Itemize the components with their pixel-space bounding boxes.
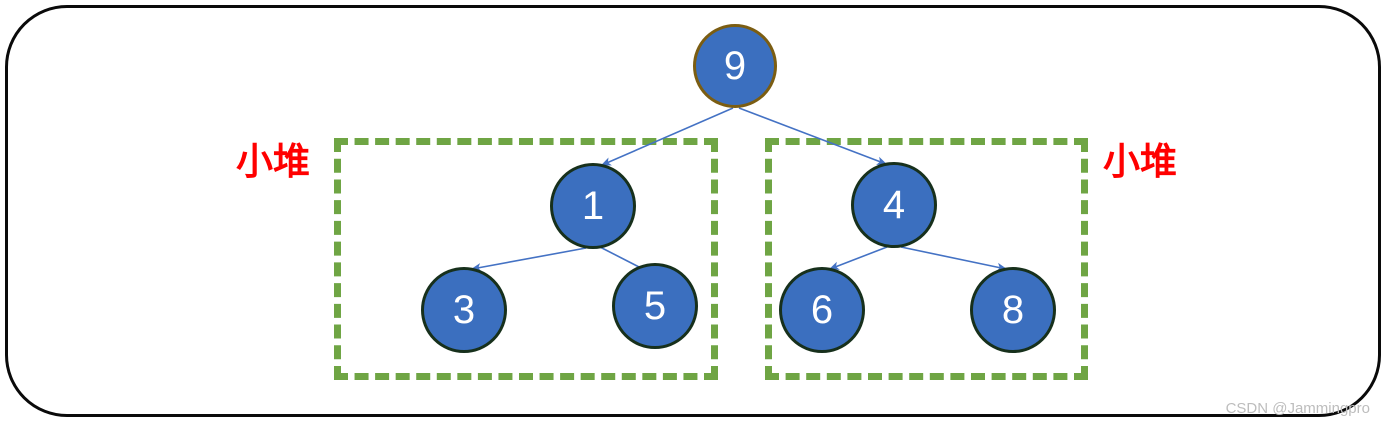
watermark-text: CSDN @Jammingpro [1225, 400, 1370, 417]
tree-node-label: 5 [643, 284, 667, 328]
tree-node-1[interactable]: 1 [550, 163, 636, 249]
tree-node-4[interactable]: 4 [851, 162, 937, 248]
tree-node-label: 3 [452, 288, 476, 332]
tree-node-8[interactable]: 8 [970, 267, 1056, 353]
tree-node-6[interactable]: 6 [779, 267, 865, 353]
tree-node-3[interactable]: 3 [421, 267, 507, 353]
tree-node-label: 1 [581, 184, 605, 228]
tree-node-label: 8 [1001, 288, 1025, 332]
tree-node-5[interactable]: 5 [612, 263, 698, 349]
tree-node-label: 4 [882, 183, 906, 227]
dashed-group-left [334, 138, 718, 380]
group-label-left: 小堆 [236, 140, 310, 183]
tree-node-label: 9 [723, 44, 747, 88]
dashed-group-right [765, 138, 1088, 380]
group-label-right: 小堆 [1103, 140, 1177, 183]
tree-node-9[interactable]: 9 [693, 24, 777, 108]
tree-node-label: 6 [810, 288, 834, 332]
